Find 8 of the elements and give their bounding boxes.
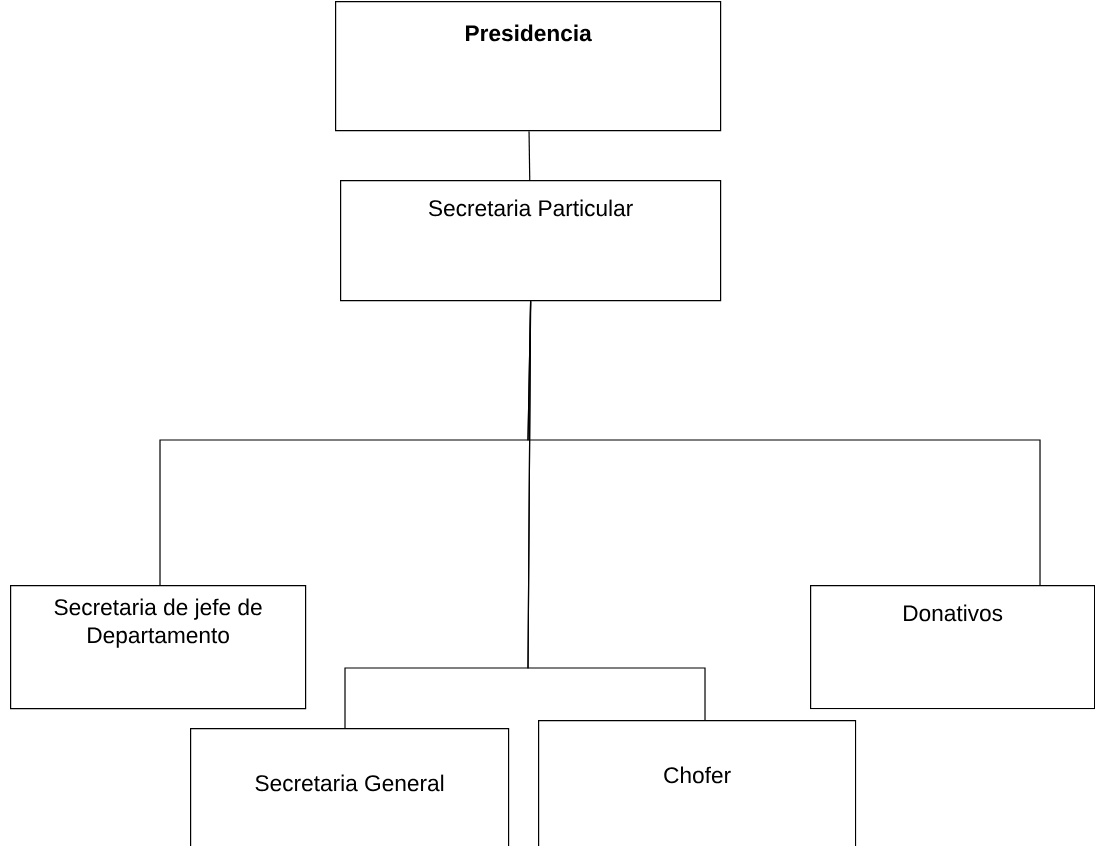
org-box: Chofer (538, 720, 857, 846)
org-box: Secretaria de jefe de Departamento (10, 585, 307, 710)
org-box: Secretaria Particular (340, 180, 722, 302)
org-box: Secretaria General (190, 728, 510, 846)
org-box: Donativos (810, 585, 1095, 710)
connector-line (527, 300, 1041, 586)
connector-line (528, 130, 531, 181)
org-box: Presidencia (335, 1, 722, 132)
